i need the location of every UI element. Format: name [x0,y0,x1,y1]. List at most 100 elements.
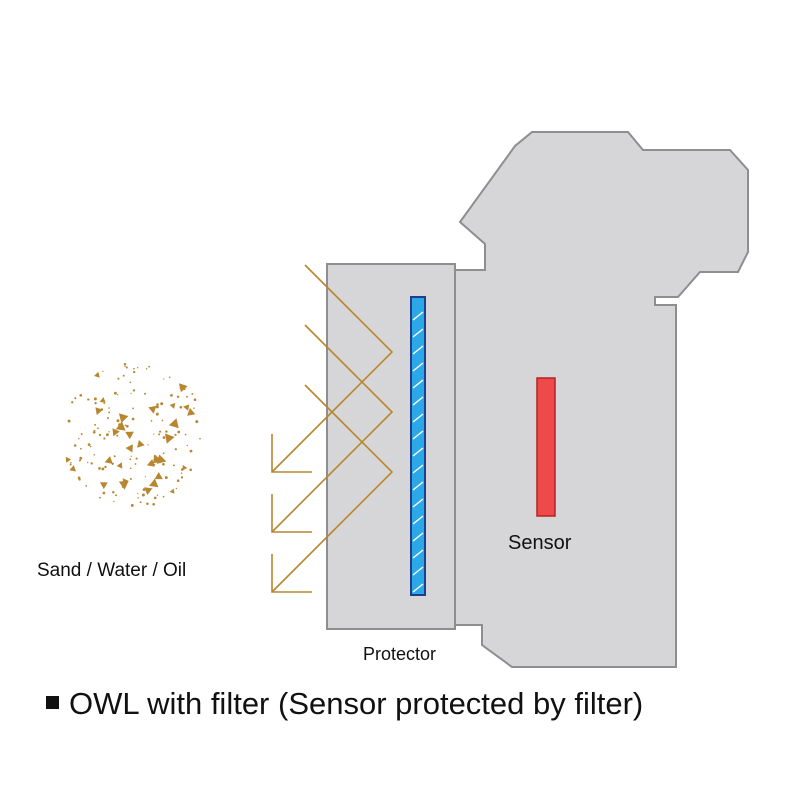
particle [132,389,136,392]
particle [70,462,72,464]
particle [87,398,90,401]
particle [148,405,157,414]
filter-glint [412,328,424,338]
particle [124,365,126,368]
filter-glint [412,311,424,321]
particle [155,412,159,416]
particle [165,430,168,433]
particle [180,476,184,479]
particle [139,501,142,504]
particle [100,482,108,490]
particle [142,488,146,491]
reflected-ray-3 [271,384,394,593]
particle [166,437,170,441]
particle [163,378,165,380]
particle [131,417,135,421]
particle [79,456,83,460]
caption: OWL with filter (Sensor protected by fil… [46,686,786,722]
particle [162,452,165,455]
particle [174,433,177,436]
particle [162,460,164,463]
particle [87,443,91,446]
particle [176,395,180,398]
particle [161,419,164,422]
filter-glint [412,481,424,491]
particle [169,403,176,409]
particle [156,494,159,496]
particle [92,431,96,434]
ray-arrowhead-1 [271,434,312,473]
particle [129,458,132,461]
particle [94,402,97,405]
particle [98,467,101,470]
particle [136,366,139,369]
particle [168,418,179,429]
filter-glint [412,515,424,525]
particle [65,456,72,463]
particle [78,459,82,462]
particle [189,468,192,472]
particle [179,405,183,409]
particle [116,419,120,423]
particle [195,420,199,424]
particle [113,391,117,395]
particle [130,392,132,394]
particle [113,455,116,458]
particle [149,478,159,488]
particle [176,479,180,482]
particle [102,370,104,373]
particle [69,465,76,472]
particle [90,462,93,465]
particle [99,496,101,499]
particle [189,449,193,453]
particle [141,493,145,497]
square-bullet-icon [46,696,59,710]
particle [175,487,178,490]
particle [112,490,115,494]
ray-arrowhead-3 [271,554,312,593]
particle [124,424,127,427]
particle [145,368,148,370]
particle [118,480,129,490]
particle [162,495,165,498]
particle [144,392,146,395]
particle [169,488,175,494]
particle [153,464,156,466]
filter-glints [412,311,424,593]
particle [158,455,162,459]
particle [100,408,104,411]
particle [94,423,97,426]
particle [79,393,83,397]
particle [102,491,106,495]
protector-housing [326,263,456,630]
particle [129,381,132,384]
particle [116,462,123,469]
filter-glint [412,379,424,389]
particle [177,430,181,434]
sensor-label: Sensor [508,532,572,554]
filter-glint [412,430,424,440]
particle [80,447,82,450]
particle [153,433,155,435]
particle [144,487,153,495]
particle [133,370,136,374]
particle [168,376,171,379]
particle [117,394,119,396]
particle [159,430,162,433]
filter-glint [412,345,424,355]
filter-glint [412,362,424,372]
particle [71,401,74,404]
particle [129,467,132,470]
filter-glint [412,396,424,406]
particle [183,404,190,411]
particle [172,464,175,467]
particle [89,445,92,448]
particle [97,427,99,430]
filter-glint [412,498,424,508]
protector-label: Protector [363,644,436,664]
particle [182,464,188,471]
particle [130,503,134,507]
particle [191,392,194,395]
particle [99,397,106,403]
particle [153,454,162,464]
